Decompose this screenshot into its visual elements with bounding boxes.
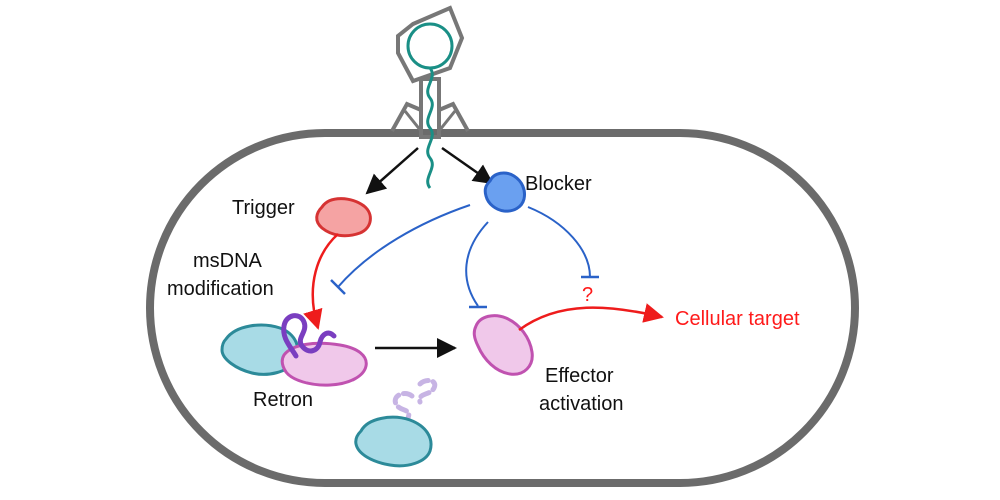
retron-complex-icon [220,313,368,387]
phage-to-trigger-arrow [365,147,419,195]
effector-label-line2: activation [539,393,624,415]
bacteriophage-icon [390,5,470,139]
msdna-label-line1: msDNA [193,250,263,272]
effector-protein-icon [472,314,534,376]
effector-to-target-arrow [518,303,664,332]
cellular-target-label: Cellular target [675,308,800,330]
blocker-protein-icon [483,171,526,213]
blocker-inhibition-effector [465,221,489,309]
unknown-mark: ? [582,284,593,306]
msdna-label-line2: modification [167,278,274,300]
trigger-label: Trigger [232,197,295,219]
trigger-protein-icon [315,197,372,238]
bacterial-cell [146,129,859,487]
effector-label-line1: Effector [545,365,614,387]
blocker-inhibition-retron [330,204,471,295]
blocker-inhibition-target [527,206,599,279]
msdna-modification-arrow [303,233,339,330]
free-retron-protein-icon [354,415,433,468]
blocker-label: Blocker [525,173,592,195]
retron-label: Retron [253,389,313,411]
phage-dna-strand [426,67,434,189]
phage-to-blocker-arrow [441,146,494,185]
